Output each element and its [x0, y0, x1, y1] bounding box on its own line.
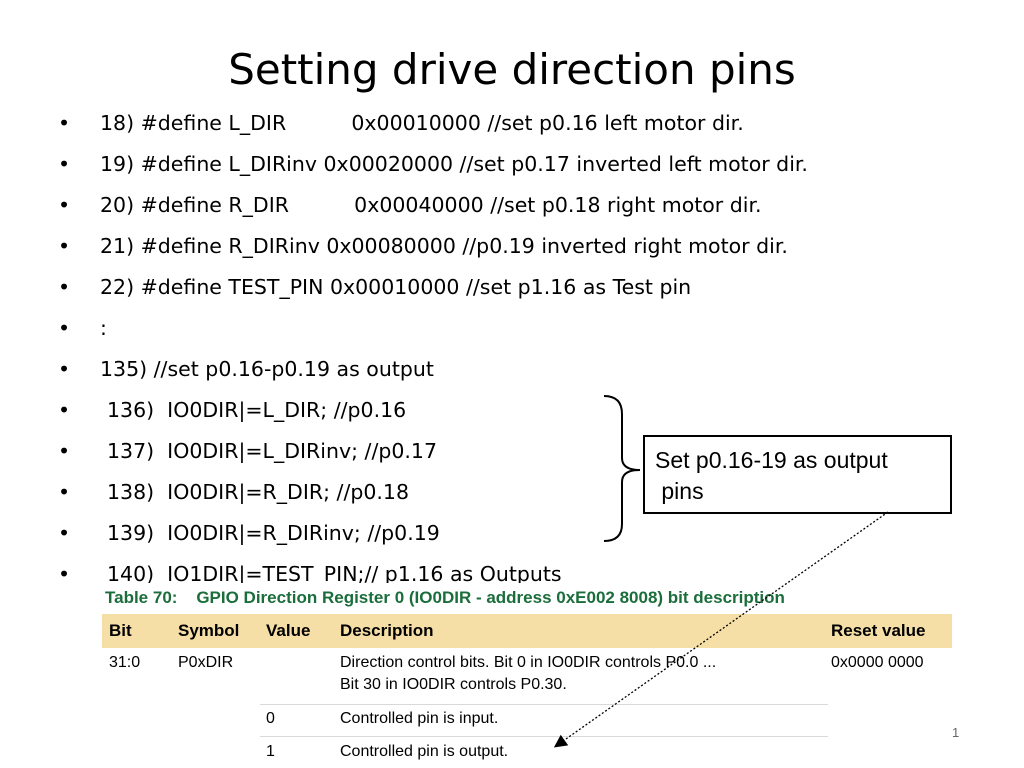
header-value: Value	[266, 621, 311, 640]
row-divider	[260, 736, 828, 737]
bullet-text: 21) #define R_DIRinv 0x00080000 //p0.19 …	[100, 234, 788, 258]
bullet-marker: •	[58, 193, 71, 217]
cell-bit: 31:0	[109, 654, 141, 671]
bullet-text: 135) //set p0.16-p0.19 as output	[100, 357, 434, 381]
bullet-text: 19) #define L_DIRinv 0x00020000 //set p0…	[100, 152, 808, 176]
bullet-item: • 22) #define TEST_PIN 0x00010000 //set …	[0, 267, 900, 308]
gpio-direction-table: Bit Symbol Value Description Reset value…	[102, 614, 952, 768]
cell-value: 1	[266, 743, 275, 760]
bullet-marker: •	[58, 562, 71, 583]
bullet-item: • 139) IO0DIR|=R_DIRinv; //p0.19	[0, 513, 900, 554]
bullet-text: 139) IO0DIR|=R_DIRinv; //p0.19	[107, 521, 440, 545]
bullet-item: • 138) IO0DIR|=R_DIR; //p0.18	[0, 472, 900, 513]
bullet-marker: •	[58, 275, 71, 299]
bullet-text: 138) IO0DIR|=R_DIR; //p0.18	[107, 480, 410, 504]
bullet-list: • 18) #define L_DIR 0x00010000 //set p0.…	[0, 103, 1024, 583]
bullet-marker: •	[58, 521, 71, 545]
bullet-text: 20) #define R_DIR 0x00040000 //set p0.18…	[100, 193, 762, 217]
bullet-text: 22) #define TEST_PIN 0x00010000 //set p1…	[100, 275, 692, 299]
bullet-item: • 135) //set p0.16-p0.19 as output	[0, 349, 900, 390]
cell-reset-value: 0x0000 0000	[831, 654, 924, 671]
bullet-item: • 20) #define R_DIR 0x00040000 //set p0.…	[0, 185, 900, 226]
bullet-text: 137) IO0DIR|=L_DIRinv; //p0.17	[107, 439, 438, 463]
bullet-marker: •	[58, 316, 71, 340]
table-header-row: Bit Symbol Value Description Reset value	[102, 614, 952, 648]
bullet-item: • 19) #define L_DIRinv 0x00020000 //set …	[0, 144, 900, 185]
header-description: Description	[340, 621, 434, 640]
cell-description: Controlled pin is output.	[340, 743, 509, 760]
bullet-text: 136) IO0DIR|=L_DIR; //p0.16	[107, 398, 407, 422]
bullet-text: 140) IO1DIR|=TEST_PIN;// p1.16 as Output…	[107, 562, 562, 583]
cell-description: Controlled pin is input.	[340, 710, 499, 727]
bullet-marker: •	[58, 480, 71, 504]
slide-title: Setting drive direction pins	[228, 45, 796, 94]
bullet-marker: •	[58, 111, 71, 135]
header-reset-value: Reset value	[831, 621, 926, 640]
cell-description-line-2: Bit 30 in IO0DIR controls P0.30.	[340, 676, 567, 693]
bullet-marker: •	[58, 439, 71, 463]
table-caption: Table 70: GPIO Direction Register 0 (IO0…	[105, 588, 785, 607]
page-number: 1	[952, 725, 960, 740]
bullet-item: • 18) #define L_DIR 0x00010000 //set p0.…	[0, 103, 900, 144]
bullet-marker: •	[58, 398, 71, 422]
callout-line-2: pins	[655, 478, 704, 504]
header-bit: Bit	[109, 621, 132, 640]
bullet-marker: •	[58, 234, 71, 258]
cell-value: 0	[266, 710, 275, 727]
callout-line-1: Set p0.16-19 as output	[655, 447, 888, 473]
bullet-marker: •	[58, 152, 71, 176]
callout-box: Set p0.16-19 as output pins	[643, 435, 952, 514]
bullet-item: • 140) IO1DIR|=TEST_PIN;// p1.16 as Outp…	[0, 554, 900, 583]
bullet-item: • 137) IO0DIR|=L_DIRinv; //p0.17	[0, 431, 900, 472]
cell-description-line-1: Direction control bits. Bit 0 in IO0DIR …	[340, 654, 717, 671]
row-divider	[260, 704, 828, 705]
bullet-text: 18) #define L_DIR 0x00010000 //set p0.16…	[100, 111, 744, 135]
bullet-item: • 136) IO0DIR|=L_DIR; //p0.16	[0, 390, 900, 431]
cell-symbol: P0xDIR	[178, 654, 234, 671]
header-symbol: Symbol	[178, 621, 240, 640]
bullet-text: :	[100, 316, 107, 340]
bullet-item: • 21) #define R_DIRinv 0x00080000 //p0.1…	[0, 226, 900, 267]
bullet-item: • :	[0, 308, 900, 349]
bullet-marker: •	[58, 357, 71, 381]
